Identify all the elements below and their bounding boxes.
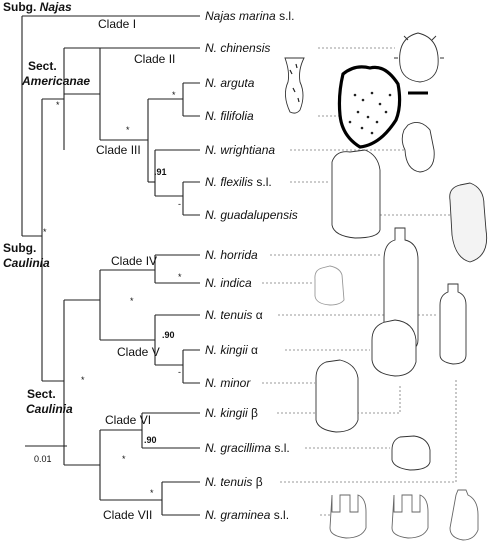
clade-4-label: Clade IV [111, 254, 157, 268]
support-c4c5: * [130, 296, 134, 306]
support-sect-caulinia: * [81, 375, 85, 385]
scale-bar-label: 0.01 [34, 454, 52, 464]
taxon-label: N. chinensis [205, 41, 270, 55]
support-kingii-minor: - [178, 367, 181, 377]
group-labels: Subg. Najas Sect. Americanae Subg. Cauli… [3, 0, 90, 416]
subg-caulinia-name: Caulinia [3, 256, 50, 270]
leaf-sheath-graminea-2 [391, 494, 429, 539]
leaf-sheath-flexilis [331, 149, 381, 239]
support-91: .91 [154, 167, 167, 177]
taxon-label: N. filifolia [205, 109, 254, 123]
leaf-sheath-graminea-3 [449, 489, 479, 541]
clade-3-label: Clade III [96, 143, 141, 157]
leaf-sheath-gracillima [391, 435, 431, 471]
leaf-sheath-minor [315, 359, 359, 433]
sect-caulinia-prefix: Sect. [27, 387, 56, 401]
leaf-sheath-indica [314, 265, 345, 306]
leaf-sheath-wrightiana [401, 121, 435, 173]
leaf-sheath-chinensis [399, 32, 439, 83]
leaf-teeth-chinensis [394, 35, 444, 59]
support-arguta-filifolia: * [172, 90, 176, 100]
clade-7-label: Clade VII [103, 508, 152, 522]
taxon-label: N. flexilis s.l. [205, 175, 272, 189]
support-clade6-90: .90 [144, 435, 157, 445]
taxon-label: N. arguta [205, 76, 255, 90]
leaf-drawings [284, 32, 488, 541]
taxon-label: N. graminea s.l. [205, 508, 289, 522]
leaf-sheath-filifolia [337, 65, 402, 149]
sect-caulinia-name: Caulinia [26, 402, 73, 416]
taxon-label: N. minor [205, 376, 251, 390]
leaf-sheath-graminea-1 [329, 494, 367, 539]
support-americanae: * [56, 100, 60, 110]
taxon-label: N. horrida [205, 248, 258, 262]
taxon-label: N. gracillima s.l. [205, 441, 290, 455]
taxon-label: N. wrightiana [205, 143, 275, 157]
support-clade4: * [178, 272, 182, 282]
support-values: * * * * .91 - * * .90 - * .90 * * [43, 90, 182, 498]
clade-labels: Clade I Clade II Clade III Clade IV Clad… [96, 17, 175, 522]
taxon-label: N. tenuis β [205, 475, 263, 489]
sect-americanae-name: Americanae [21, 74, 90, 88]
leaf-sheath-tenuis-a [439, 283, 467, 365]
leaf-sheath-arguta [284, 57, 305, 114]
taxon-label: N. kingii α [205, 343, 258, 357]
clade-6-label: Clade VI [105, 413, 151, 427]
support-clade7: * [150, 488, 154, 498]
support-c6c7: * [122, 454, 126, 464]
support-flex-guad: - [178, 199, 181, 209]
tree-branches [21, 15, 200, 516]
support-clade3: * [126, 125, 130, 135]
clade-5-label: Clade V [117, 345, 160, 359]
leaf-dots-filifolia [348, 91, 392, 135]
subg-caulinia-prefix: Subg. [3, 241, 36, 255]
taxon-label: N. tenuis α [205, 308, 263, 322]
scale-bar: 0.01 [25, 445, 67, 464]
taxon-labels: Najas marina s.l. N. chinensis N. arguta… [205, 9, 298, 522]
taxon-label: Najas marina s.l. [205, 9, 294, 23]
subg-najas-label: Subg. Najas [3, 0, 72, 14]
leaf-sheath-guadalupensis [449, 182, 488, 263]
taxon-label: N. indica [205, 276, 252, 290]
sect-americanae-prefix: Sect. [28, 59, 57, 73]
taxon-label: N. kingii β [205, 406, 258, 420]
support-core: * [43, 227, 47, 237]
leaf-dots-arguta [289, 63, 300, 103]
clade-1-label: Clade I [98, 17, 136, 31]
support-clade5-90: .90 [162, 330, 175, 340]
leader-tenuis-b [280, 380, 457, 483]
taxon-label: N. guadalupensis [205, 208, 298, 222]
leaf-sheath-kingii-a [371, 319, 417, 377]
clade-2-label: Clade II [134, 52, 175, 66]
